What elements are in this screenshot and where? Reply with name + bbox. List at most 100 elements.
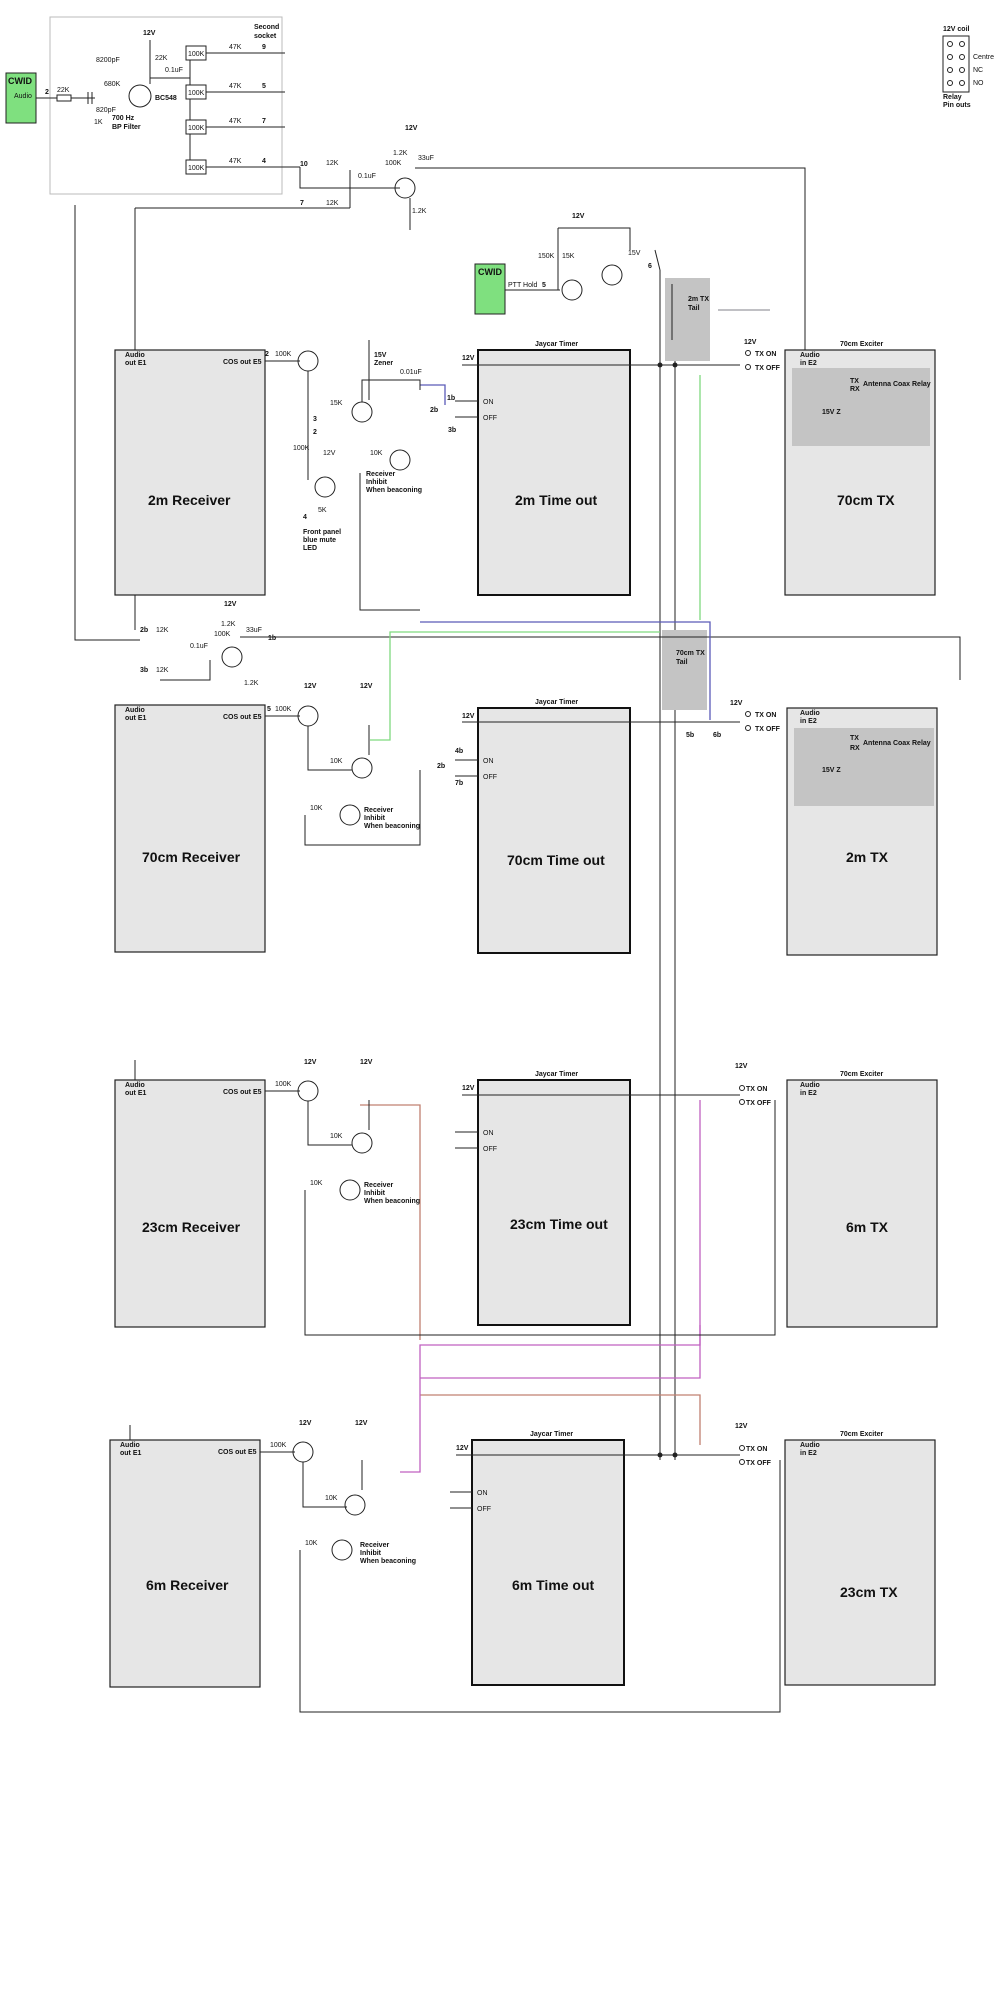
receiver-23cm-box bbox=[114, 1079, 266, 1328]
resistor-label: 47K bbox=[229, 83, 242, 90]
receiver-6m-title: 6m Receiver bbox=[146, 1577, 229, 1593]
timeout-2m-title: 2m Time out bbox=[515, 492, 598, 508]
tx-on-label: TX ON bbox=[755, 712, 776, 719]
resistor-label: 1.2K bbox=[221, 621, 236, 628]
row-23cm: Audio out E1 COS out E5 23cm Receiver 10… bbox=[114, 1059, 938, 1336]
timeout-70cm-box bbox=[477, 707, 631, 954]
resistor-label: 1.2K bbox=[393, 150, 408, 157]
relay-no-label: NO bbox=[973, 80, 984, 87]
supply-label: 12V bbox=[224, 601, 237, 608]
resistor-label: 100K bbox=[214, 631, 231, 638]
capacitor-label: 33uF bbox=[418, 155, 434, 162]
resistor-label: 100K bbox=[385, 160, 402, 167]
pin-label: 3 bbox=[313, 416, 317, 423]
resistor-label: 10K bbox=[325, 1495, 338, 1502]
receiver-70cm-box bbox=[114, 704, 266, 953]
on-label: ON bbox=[477, 1490, 488, 1497]
resistor-label: 12K bbox=[326, 200, 339, 207]
resistor-label: 10K bbox=[330, 758, 343, 765]
coax-relay-label: Antenna Coax Relay bbox=[863, 381, 931, 388]
relay-pinout-label: Pin outs bbox=[943, 102, 971, 109]
resistor-label: 10K bbox=[310, 1180, 323, 1187]
audio-in-label: in E2 bbox=[800, 718, 817, 725]
coax-relay-area bbox=[794, 728, 934, 806]
front-panel-label: blue mute bbox=[303, 537, 336, 544]
supply-label: 12V bbox=[456, 1445, 469, 1452]
resistor-label: 1K bbox=[94, 119, 103, 126]
filter-label: BP Filter bbox=[112, 124, 141, 131]
on-label: ON bbox=[483, 1130, 494, 1137]
transistor-symbol bbox=[351, 757, 373, 779]
audio-in-label: in E2 bbox=[800, 360, 817, 367]
tx-off-label: TX OFF bbox=[746, 1460, 772, 1467]
pin-label: 4 bbox=[303, 514, 307, 521]
on-label: ON bbox=[483, 399, 494, 406]
resistor-label: 100K bbox=[293, 445, 310, 452]
tx-off-label: TX OFF bbox=[755, 726, 781, 733]
transistor-symbol bbox=[297, 1080, 319, 1102]
audio-out-label: Audio bbox=[125, 352, 145, 359]
tx-6m-box bbox=[786, 1079, 938, 1328]
timeout-70cm-title: 70cm Time out bbox=[507, 852, 605, 868]
supply-label: 12V bbox=[360, 1059, 373, 1066]
transistor-symbol bbox=[339, 804, 361, 826]
tx-6m-title: 6m TX bbox=[846, 1219, 889, 1235]
supply-label: 12V bbox=[735, 1063, 748, 1070]
pin-label: 9 bbox=[262, 44, 266, 51]
timeout-23cm-box bbox=[477, 1079, 631, 1326]
resistor-label: 12K bbox=[326, 160, 339, 167]
resistor-label: 47K bbox=[229, 44, 242, 51]
pin-label: 7b bbox=[455, 780, 463, 787]
pin-label: 7 bbox=[262, 118, 266, 125]
resistor-label: 47K bbox=[229, 158, 242, 165]
inhibit-label: When beaconing bbox=[360, 1558, 416, 1565]
receiver-2m-title: 2m Receiver bbox=[148, 492, 231, 508]
pin-label: 5 bbox=[542, 282, 546, 289]
supply-label: 12V bbox=[304, 683, 317, 690]
resistor-label: 10K bbox=[305, 1540, 318, 1547]
relay-tx-label: TX bbox=[850, 378, 859, 385]
pin-label: 1b bbox=[268, 635, 276, 642]
audio-out-label: out E1 bbox=[125, 1090, 146, 1097]
exciter-label: 70cm Exciter bbox=[840, 341, 883, 348]
receiver-70cm-title: 70cm Receiver bbox=[142, 849, 241, 865]
audio-mixer-stage: 10 7 12K 12K 0.1uF 12V 1.2K 100K 33uF 1.… bbox=[134, 125, 806, 350]
row-6m: Audio out E1 COS out E5 6m Receiver 100K… bbox=[109, 1420, 936, 1713]
tail-label: Tail bbox=[676, 659, 688, 666]
inhibit-label: Inhibit bbox=[364, 1190, 386, 1197]
cos-out-label: COS out E5 bbox=[223, 1089, 262, 1096]
resistor-label: 12K bbox=[156, 627, 169, 634]
tx-on-label: TX ON bbox=[755, 351, 776, 358]
exciter-label: 70cm Exciter bbox=[840, 1071, 883, 1078]
audio-in-label: in E2 bbox=[800, 1090, 817, 1097]
inhibit-label: Receiver bbox=[360, 1542, 389, 1549]
off-label: OFF bbox=[477, 1506, 491, 1513]
resistor-label: 10K bbox=[310, 805, 323, 812]
resistor-label: 100K bbox=[275, 706, 292, 713]
on-label: ON bbox=[483, 758, 494, 765]
pin-label: 5 bbox=[262, 83, 266, 90]
supply-label: 12V bbox=[355, 1420, 368, 1427]
jaycar-timer-label: Jaycar Timer bbox=[535, 699, 578, 706]
transistor-symbol bbox=[344, 1494, 366, 1516]
cwid-audio-filter-section: CWID Audio 2 22K 8200pF 820pF 680K 1K 70… bbox=[5, 16, 300, 195]
transistor-symbol bbox=[314, 476, 336, 498]
timeout-6m-title: 6m Time out bbox=[512, 1577, 595, 1593]
pin-label: 5b bbox=[686, 732, 694, 739]
supply-label: 12V bbox=[462, 1085, 475, 1092]
resistor-label: 100K bbox=[275, 351, 292, 358]
supply-label: 12V bbox=[735, 1423, 748, 1430]
transistor-symbol bbox=[331, 1539, 353, 1561]
supply-label: 12V bbox=[304, 1059, 317, 1066]
coax-relay-area bbox=[792, 368, 930, 446]
pin-label: 2 bbox=[265, 351, 269, 358]
resistor-label: 100K bbox=[270, 1442, 287, 1449]
supply-label: 12V bbox=[299, 1420, 312, 1427]
zener-label: 15V Z bbox=[822, 767, 841, 774]
inhibit-label: When beaconing bbox=[364, 1198, 420, 1205]
supply-label: 12V bbox=[462, 713, 475, 720]
transistor-symbol bbox=[351, 401, 373, 423]
inhibit-label: When beaconing bbox=[366, 487, 422, 494]
zener-label: Zener bbox=[374, 360, 393, 367]
relay-rx-label: RX bbox=[850, 745, 860, 752]
